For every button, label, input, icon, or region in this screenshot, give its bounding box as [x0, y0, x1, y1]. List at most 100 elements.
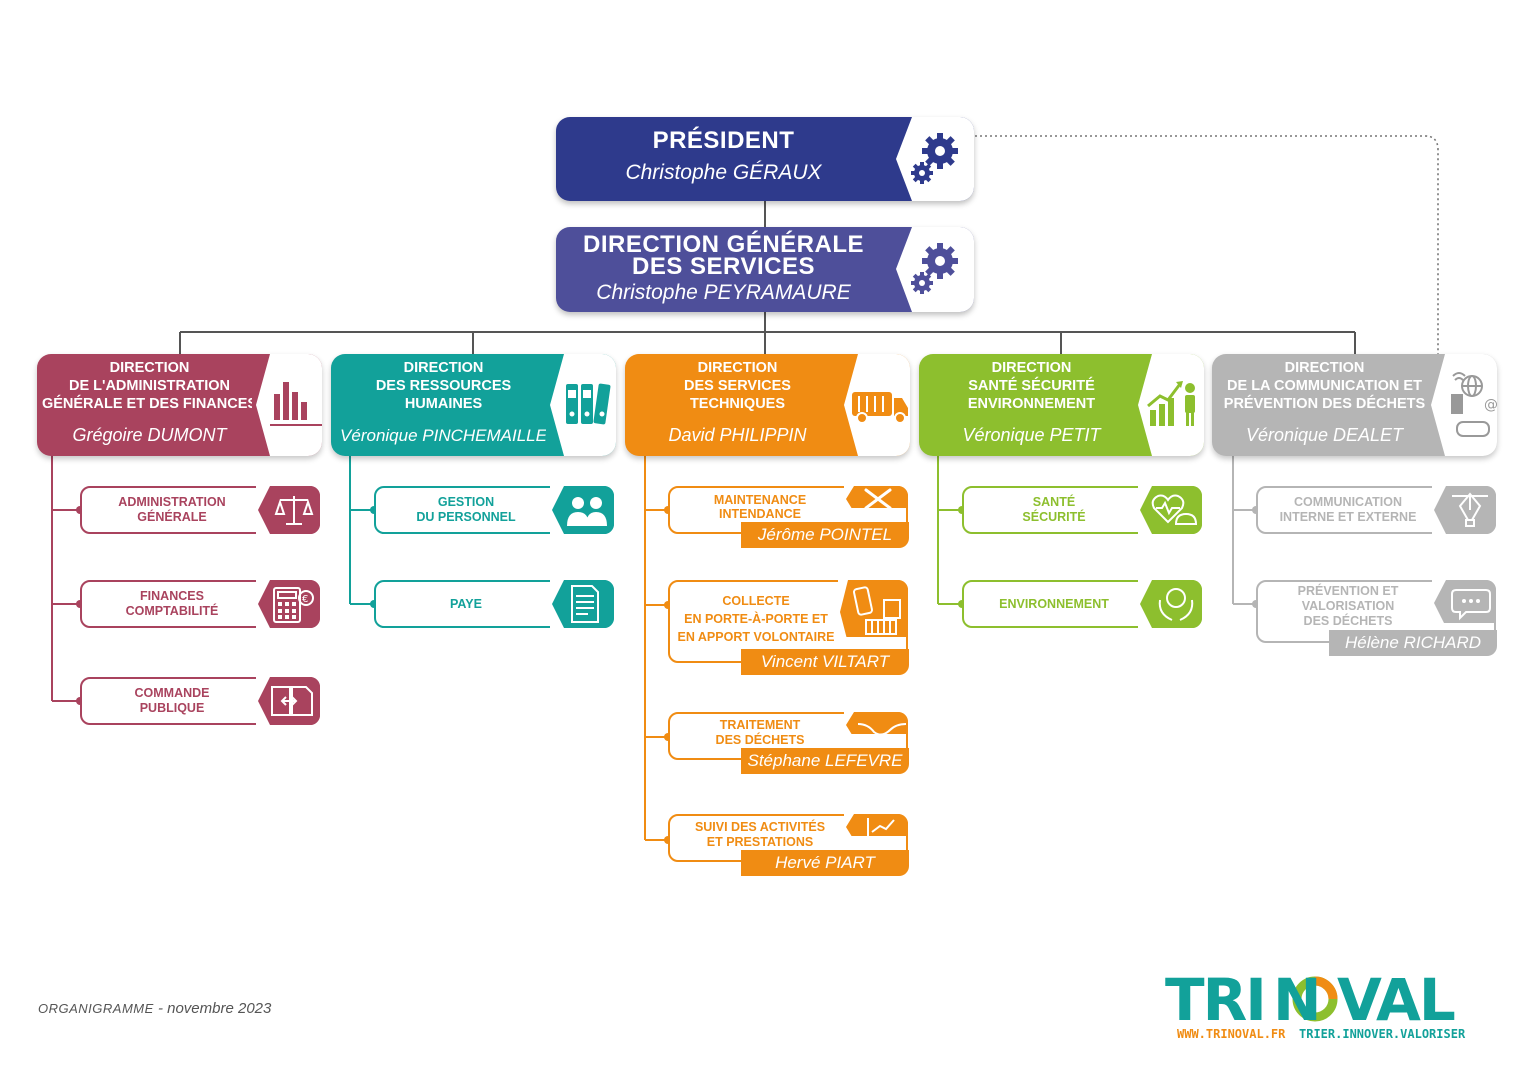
service-paye: PAYE — [374, 580, 614, 628]
service-label-line: SÉCURITÉ — [1022, 510, 1086, 524]
service-manager-name: Vincent VILTART — [741, 649, 909, 675]
health-helmet-icon — [1138, 486, 1202, 534]
service-label-line: TRAITEMENT — [719, 718, 801, 732]
service-label-line: VALORISATION — [1301, 599, 1395, 613]
binders-icon — [546, 354, 616, 456]
footer-label: ORGANIGRAMME — [38, 1001, 154, 1016]
direction-title-line: DIRECTION — [697, 360, 778, 376]
service-label-line: SANTÉ — [1032, 495, 1076, 509]
speech-bubble-icon — [1432, 580, 1496, 627]
direction-title-line: ENVIRONNEMENT — [967, 396, 1096, 412]
service-label-line: COMMUNICATION — [1293, 495, 1403, 509]
communication-icon: @ — [1427, 354, 1497, 456]
service-manager-name: Hélène RICHARD — [1329, 630, 1497, 656]
director-name: Grégoire DUMONT — [72, 425, 227, 445]
calculator-icon: € — [256, 580, 320, 628]
service-label-line: COMMANDE — [134, 686, 210, 700]
direction-communication-prevention: DIRECTION DE LA COMMUNICATION ET PRÉVENT… — [1212, 354, 1497, 456]
director-name: Véronique DEALET — [1245, 425, 1404, 445]
scales-icon — [256, 486, 320, 534]
pen-nib-icon — [1432, 486, 1496, 534]
payslip-icon — [550, 580, 614, 628]
people-icon — [550, 486, 614, 534]
direction-title-line: DE LA COMMUNICATION ET — [1227, 378, 1422, 394]
service-label-line: COMPTABILITÉ — [125, 604, 219, 618]
bins-icon — [838, 580, 908, 643]
direction-title-line: TECHNIQUES — [689, 396, 786, 412]
service-label-line: INTERNE ET EXTERNE — [1279, 510, 1417, 524]
direction-services-techniques: DIRECTION DES SERVICES TECHNIQUES David … — [625, 354, 910, 456]
gears-icon — [888, 117, 974, 201]
earth-hands-icon — [1138, 580, 1202, 628]
direction-title-line: SANTÉ SÉCURITÉ — [968, 378, 1095, 394]
service-label-line: INTENDANCE — [719, 507, 801, 521]
logo-url[interactable]: WWW.TRINOVAL.FR — [1177, 1027, 1286, 1041]
direction-title-line: DE L'ADMINISTRATION — [68, 378, 231, 394]
direction-admin-finances: DIRECTION DE L'ADMINISTRATION GÉNÉRALE E… — [37, 354, 322, 456]
direction-title-line: DES RESSOURCES — [375, 378, 512, 394]
direction-title-line: PRÉVENTION DES DÉCHETS — [1223, 396, 1426, 412]
director-name: Véronique PETIT — [962, 425, 1101, 445]
contract-icon — [256, 677, 320, 725]
service-label-line: ET PRESTATIONS — [706, 835, 814, 849]
service-label-line: COLLECTE — [722, 594, 790, 608]
dgs-title-line1: DIRECTION GÉNÉRALE — [582, 231, 864, 258]
logo-slogan: TRIER.INNOVER.VALORISER — [1299, 1027, 1466, 1041]
service-label-line: PUBLIQUE — [139, 701, 205, 715]
service-label-line: GÉNÉRALE — [137, 510, 207, 524]
president-name: Christophe GÉRAUX — [625, 161, 822, 184]
svg-text:€: € — [302, 594, 308, 605]
footer-date: - novembre 2023 — [153, 1000, 272, 1017]
svg-text:@: @ — [1484, 397, 1497, 413]
president-box: PRÉSIDENT Christophe GÉRAUX — [556, 117, 974, 201]
footer-caption: ORGANIGRAMME - novembre 2023 — [38, 1000, 271, 1017]
direction-title-line: GÉNÉRALE ET DES FINANCES — [41, 396, 258, 412]
service-environnement: ENVIRONNEMENT — [962, 580, 1202, 628]
direction-title-line: DIRECTION — [1284, 360, 1365, 376]
service-label-line: DU PERSONNEL — [416, 510, 516, 524]
service-label-line: PAYE — [450, 596, 482, 611]
service-label-line: GESTION — [437, 495, 495, 509]
landfill-icon — [844, 712, 908, 738]
director-name: Véronique PINCHEMAILLE — [340, 426, 547, 445]
service-manager-name: Hervé PIART — [741, 850, 909, 876]
direction-ressources-humaines: DIRECTION DES RESSOURCES HUMAINES Véroni… — [331, 354, 616, 456]
dgs-title-line2: DES SERVICES — [632, 253, 815, 280]
service-manager-name: Stéphane LEFEVRE — [741, 748, 909, 774]
svg-text:TRI: TRI — [1165, 966, 1265, 1034]
direction-title-line: DIRECTION — [991, 360, 1072, 376]
dgs-box: DIRECTION GÉNÉRALE DES SERVICES Christop… — [556, 227, 974, 312]
service-label-line: EN APPORT VOLONTAIRE — [677, 630, 835, 644]
growth-person-icon — [1134, 354, 1204, 456]
service-label-line: EN PORTE-À-PORTE ET — [684, 612, 828, 626]
service-label-line: PRÉVENTION ET — [1297, 584, 1399, 598]
direction-title-line: DES SERVICES — [684, 378, 791, 394]
direction-sante-securite-environnement: DIRECTION SANTÉ SÉCURITÉ ENVIRONNEMENT V… — [919, 354, 1204, 456]
service-label-line: FINANCES — [140, 589, 204, 603]
gears-icon — [888, 227, 974, 312]
trinoval-logo: TRI N VAL WWW.TRINOVAL.FR TRIER.INNOVER.… — [1165, 965, 1465, 1050]
service-label-line: SUIVI DES ACTIVITÉS — [694, 820, 826, 834]
direction-title-line: DIRECTION — [109, 360, 190, 376]
president-title: PRÉSIDENT — [652, 127, 795, 154]
growth-chart-icon — [844, 814, 908, 840]
svg-text:VAL: VAL — [1337, 966, 1455, 1034]
truck-icon — [840, 354, 910, 456]
direction-title-line: HUMAINES — [404, 396, 483, 412]
service-label-line: MAINTENANCE — [713, 493, 807, 507]
bar-chart-icon — [252, 354, 322, 456]
service-label-line: ADMINISTRATION — [118, 495, 226, 509]
direction-title-line: DIRECTION — [403, 360, 484, 376]
service-label-line: DES DÉCHETS — [1303, 614, 1393, 628]
service-label-line: DES DÉCHETS — [715, 733, 805, 747]
director-name: David PHILIPPIN — [668, 425, 807, 445]
dgs-name: Christophe PEYRAMAURE — [596, 281, 851, 304]
service-manager-name: Jérôme POINTEL — [741, 522, 909, 548]
tools-icon — [844, 486, 908, 512]
